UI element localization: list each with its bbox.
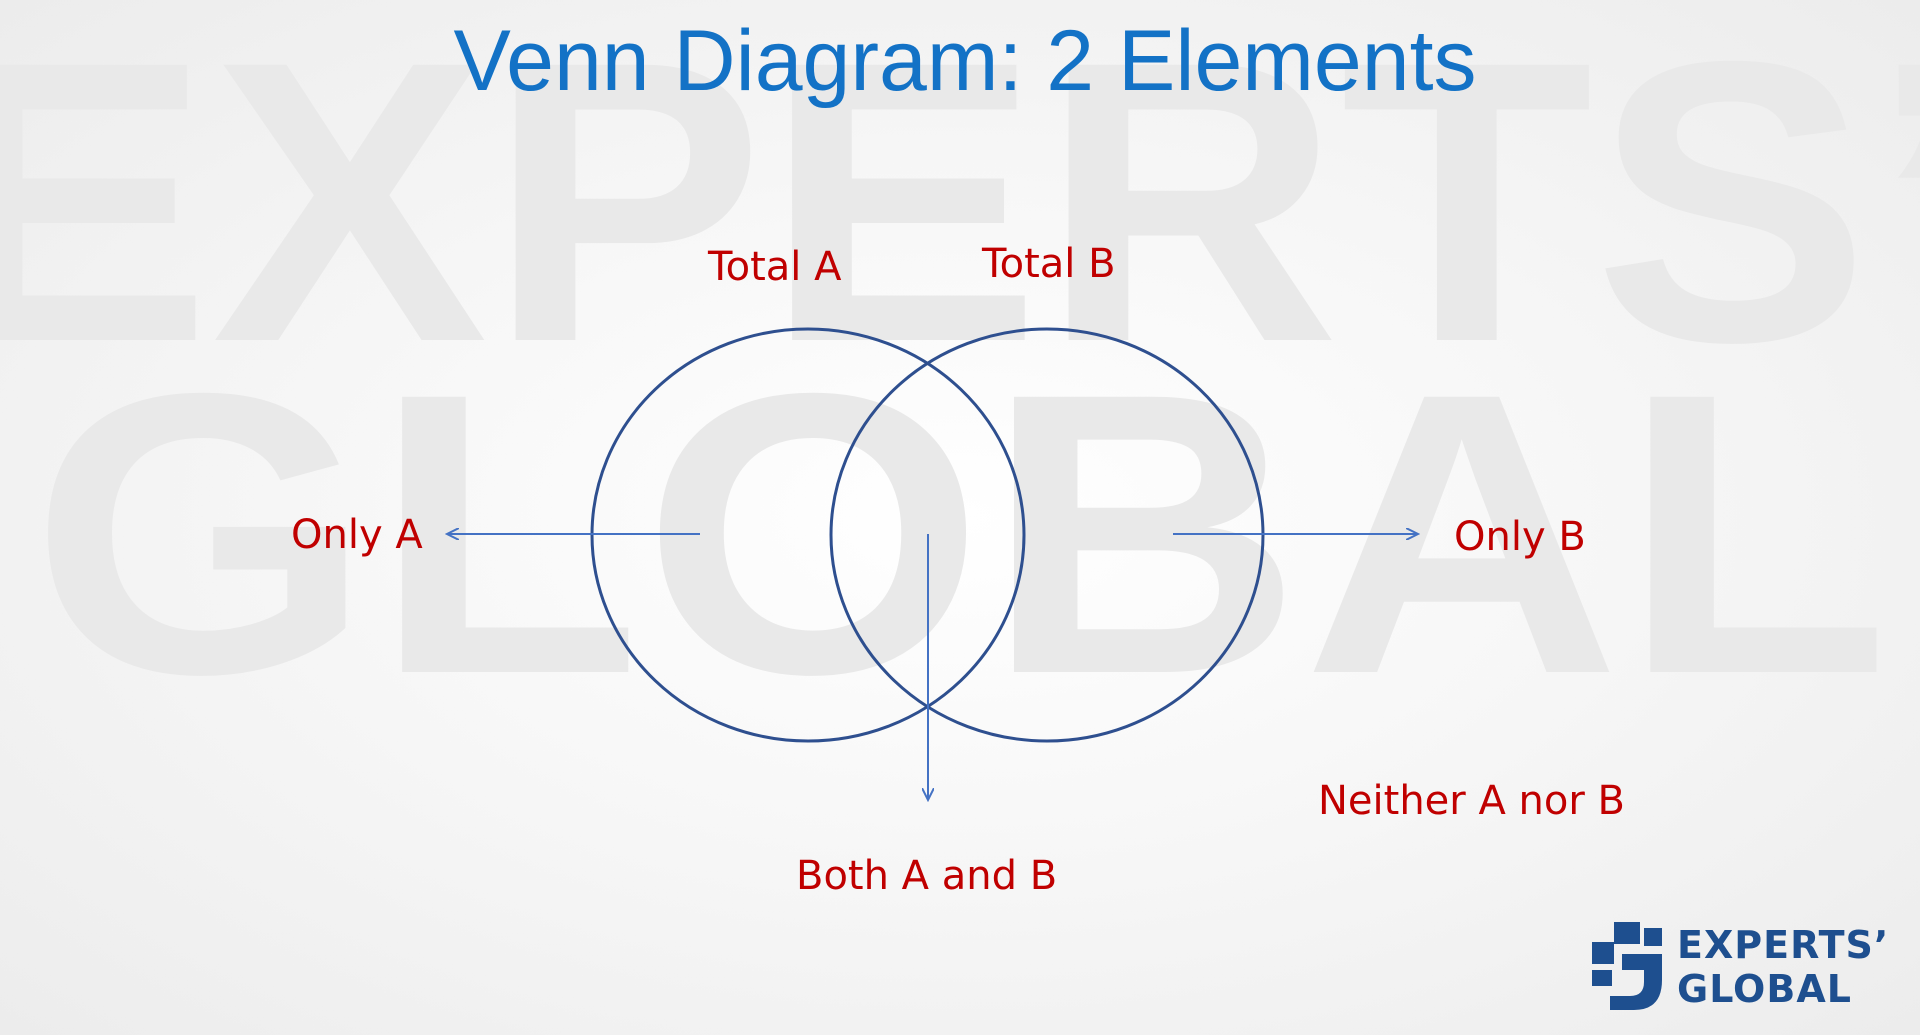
label-total-b: Total B <box>982 241 1116 287</box>
label-total-a: Total A <box>708 244 842 290</box>
logo-text-global: GLOBAL <box>1677 967 1852 1011</box>
logo-mark-icon <box>1592 922 1662 1010</box>
label-both: Both A and B <box>796 853 1058 899</box>
label-only-b: Only B <box>1454 514 1586 560</box>
label-neither: Neither A nor B <box>1318 778 1625 824</box>
logo-text-experts: EXPERTS’ <box>1677 923 1890 967</box>
page-title: Venn Diagram: 2 Elements <box>453 13 1477 109</box>
label-only-a: Only A <box>291 512 423 558</box>
experts-global-logo: EXPERTS’ GLOBAL <box>1588 920 1888 1012</box>
